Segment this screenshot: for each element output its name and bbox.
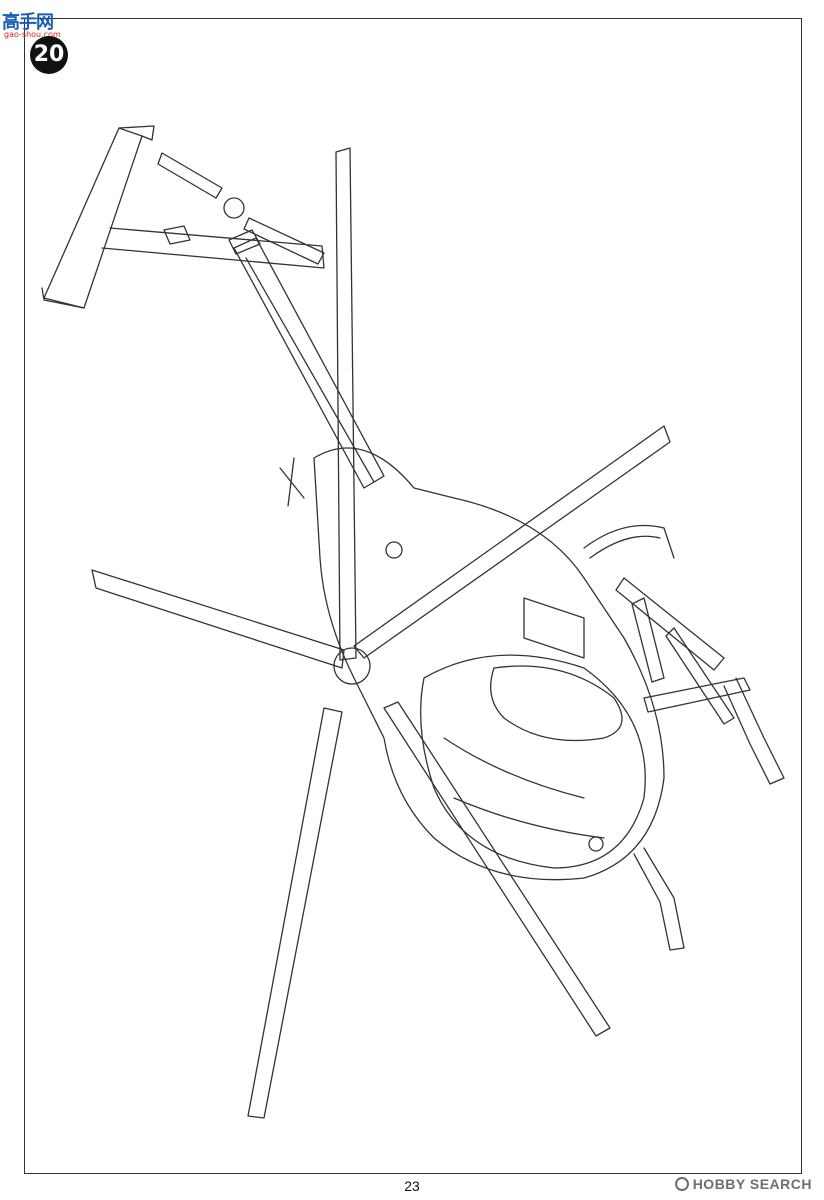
tail-boom — [228, 229, 385, 489]
landing-gear — [633, 677, 785, 951]
page-number: 23 — [404, 1178, 420, 1194]
site-logo: 高手网 gao-shou.com 20 — [0, 8, 78, 74]
page-frame — [24, 18, 802, 1174]
main-rotor-blades — [91, 147, 671, 1119]
antenna — [279, 457, 305, 507]
fuselage — [313, 447, 665, 881]
step-badge: 20 — [30, 36, 68, 74]
site-url: gao-shou.com — [4, 30, 61, 39]
watermark: HOBBY SEARCH — [674, 1176, 812, 1192]
tail-stabilizer — [41, 125, 325, 309]
hobby-search-logo-icon — [674, 1177, 689, 1191]
tail-rotor — [157, 152, 325, 265]
site-logo-text: 高手网 — [2, 12, 54, 33]
watermark-text: HOBBY SEARCH — [692, 1176, 812, 1192]
helicopter-line-drawing — [41, 125, 785, 1119]
chain-gun — [583, 524, 735, 725]
